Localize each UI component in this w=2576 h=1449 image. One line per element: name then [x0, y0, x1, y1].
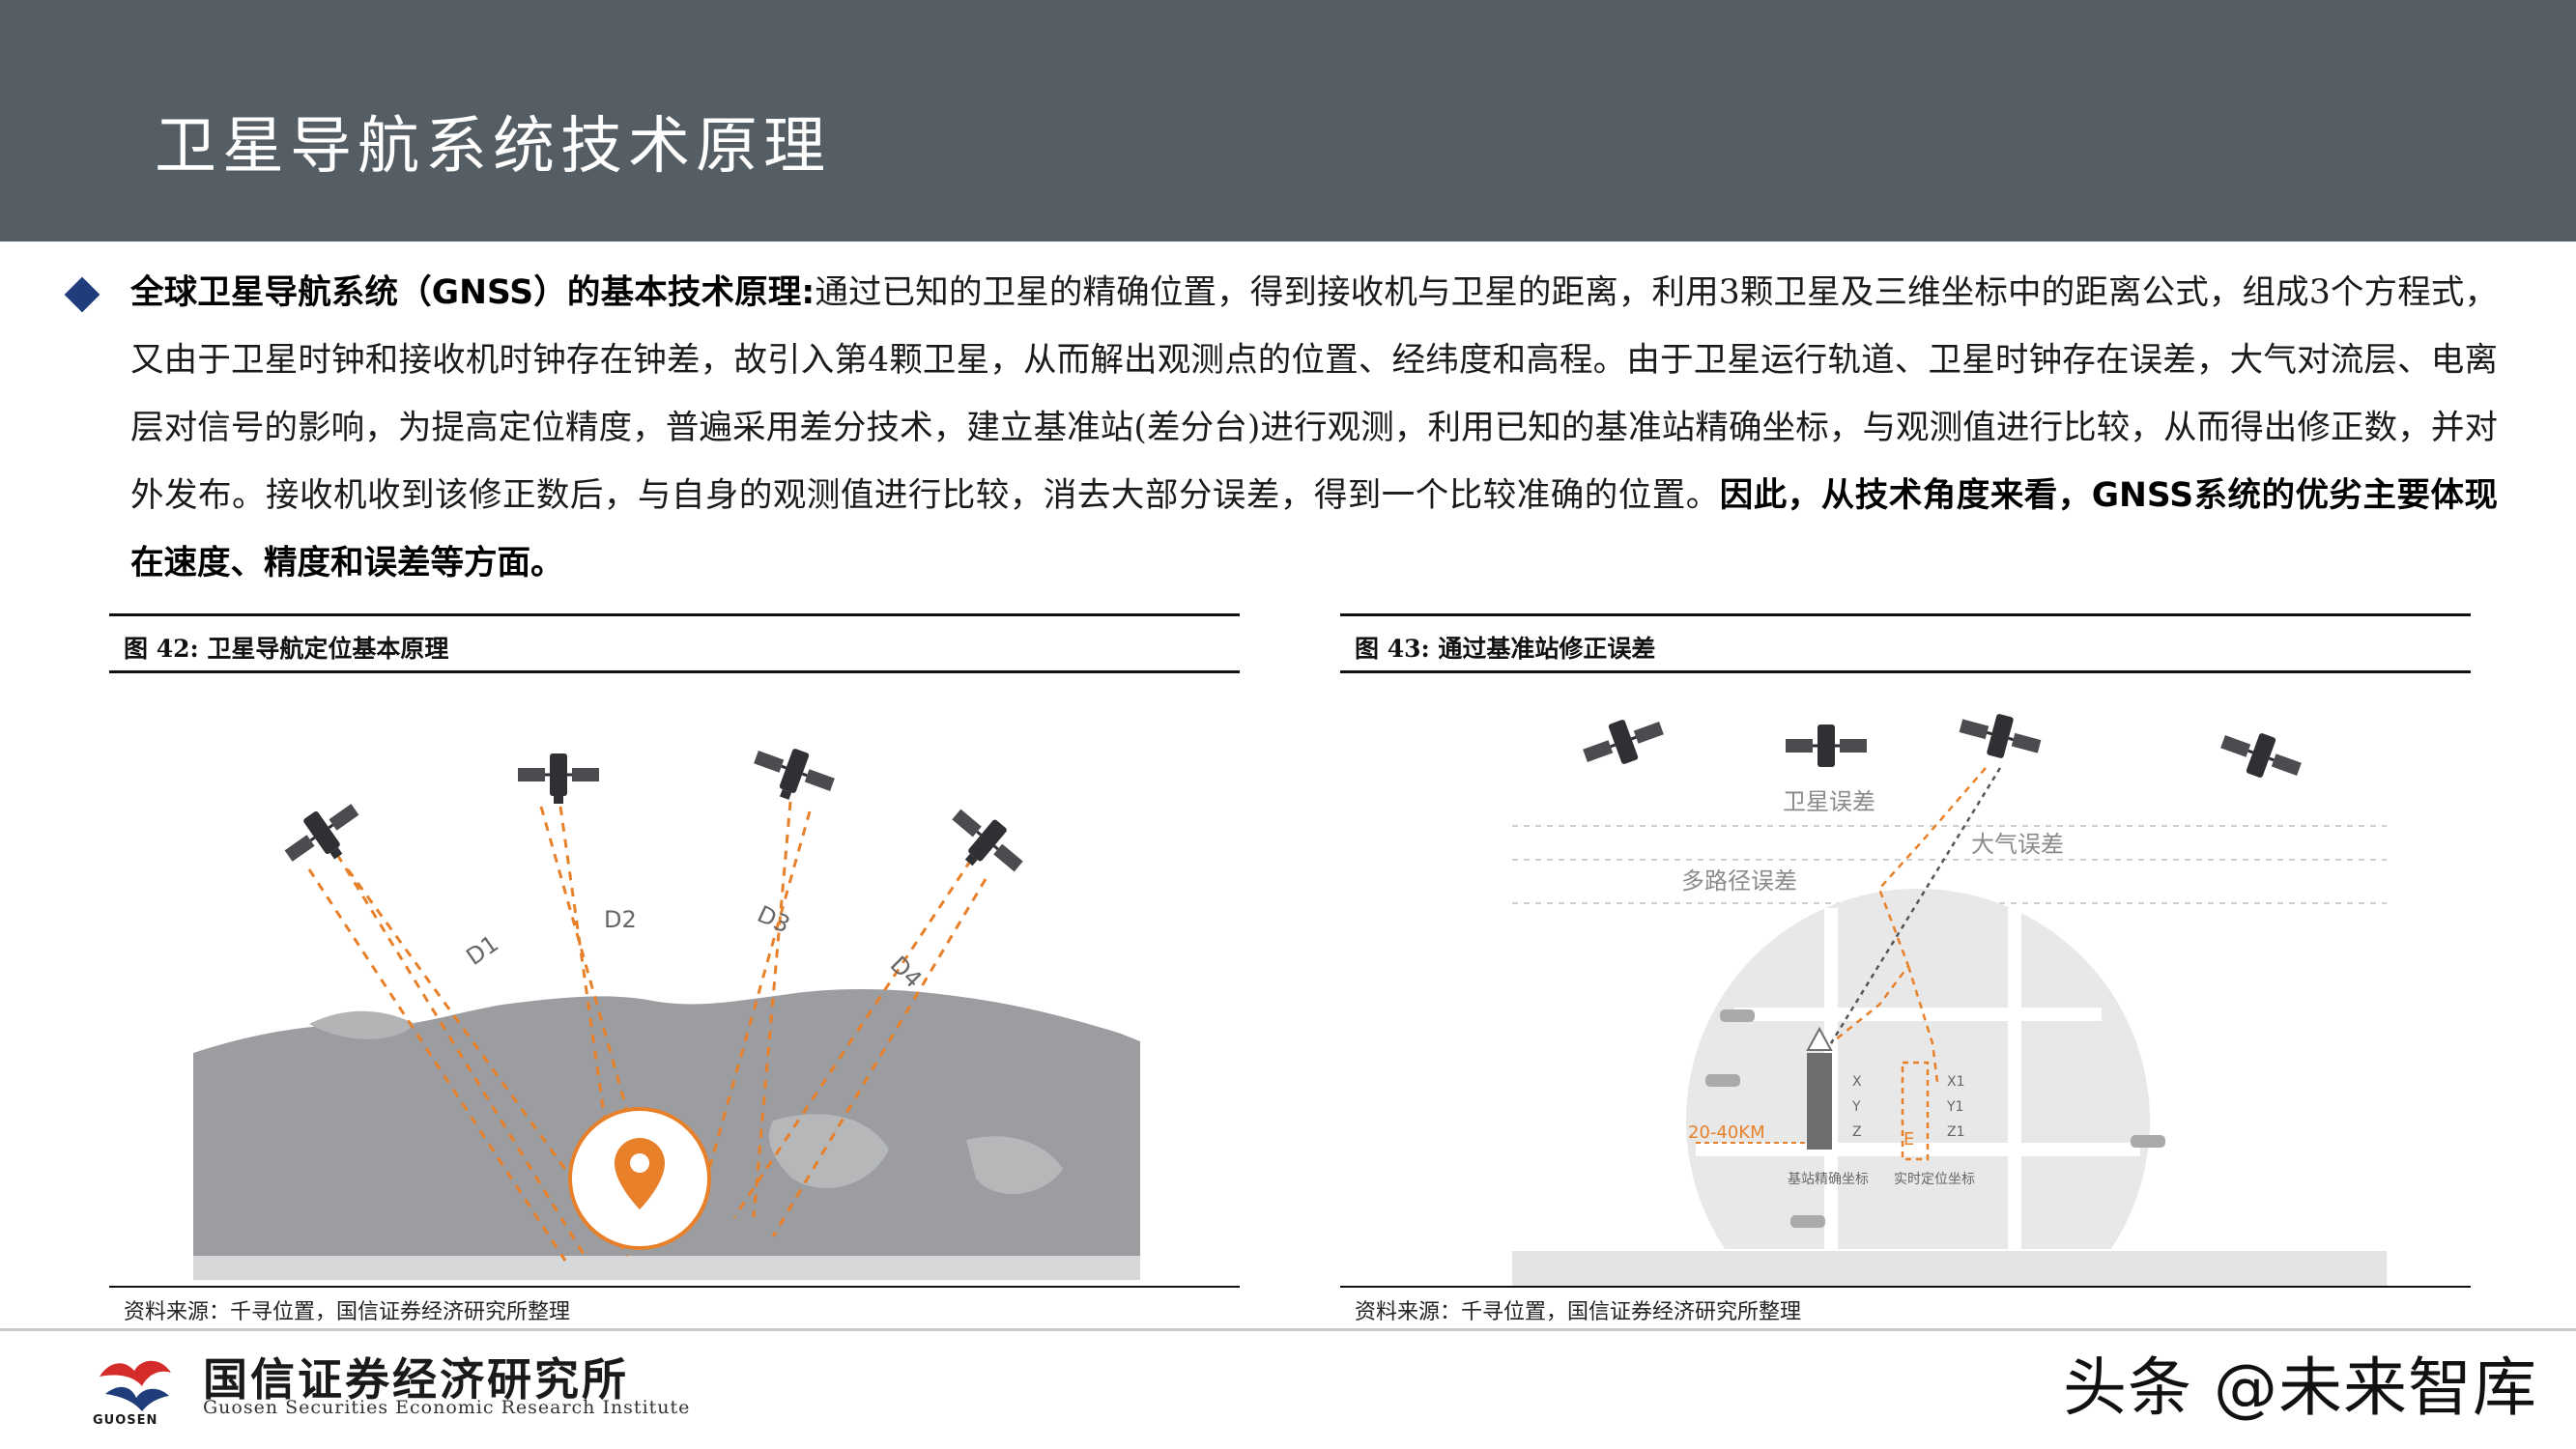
base-station-tower: [1807, 1053, 1832, 1150]
label-d4: D4: [885, 951, 928, 993]
bullet-diamond-icon: [64, 276, 100, 313]
intro-paragraph: 全球卫星导航系统（GNSS）的基本技术原理:通过已知的卫星的精确位置，得到接收机…: [130, 259, 2498, 597]
logo-name-en: Guosen Securities Economic Research Inst…: [203, 1397, 691, 1418]
fig43-title: 图 43: 通过基准站修正误差: [1355, 635, 1656, 663]
header-bar: 卫星导航系统技术原理: [0, 0, 2576, 242]
intro-lead: 全球卫星导航系统（GNSS）的基本技术原理:: [130, 273, 816, 312]
satellite-icon: [1784, 723, 1869, 769]
svg-text:X: X: [1852, 1074, 1862, 1090]
logo-abbr: GUOSEN: [93, 1413, 158, 1428]
label-satellite-error: 卫星误差: [1783, 788, 1875, 815]
fig42-title-rule: [109, 670, 1240, 673]
svg-text:Z: Z: [1852, 1124, 1862, 1140]
label-distance: 20-40KM: [1688, 1122, 1765, 1143]
label-multipath-error: 多路径误差: [1681, 867, 1797, 895]
satellite-icon: [2214, 720, 2308, 791]
satellite-icon: [274, 790, 374, 882]
label-base-coord: 基站精确坐标: [1788, 1171, 1869, 1187]
fig42-top-rule: [109, 613, 1240, 616]
location-pin-icon: [615, 1138, 665, 1209]
logo-name-cn: 国信证券经济研究所: [203, 1353, 629, 1406]
satellite-icon: [1576, 706, 1671, 778]
receiver-ghost: [1901, 1061, 1930, 1161]
label-d3: D3: [753, 900, 793, 939]
car-icon: [1705, 1009, 2165, 1228]
satellite-icon: [516, 752, 601, 806]
label-d2: D2: [604, 906, 637, 933]
footer-rule: [0, 1328, 2576, 1331]
watermark: 头条 @未来智库: [2063, 1350, 2537, 1425]
fig43-diagram: 卫星误差 大气误差 多路径误差 X Y Z X1 Y1 Z1 E: [1512, 696, 2387, 1287]
satellite-icon: [936, 796, 1034, 891]
fig43-source: 资料来源：千寻位置，国信证券经济研究所整理: [1355, 1300, 1802, 1324]
page-title: 卫星导航系统技术原理: [155, 111, 831, 183]
fig42-title: 图 42: 卫星导航定位基本原理: [124, 635, 449, 663]
fig43-title-rule: [1340, 670, 2471, 673]
fig42-bottom-rule: [109, 1286, 1240, 1288]
satellite-icon: [744, 735, 842, 814]
guosen-logo-icon: [100, 1360, 171, 1411]
svg-text:Y: Y: [1851, 1099, 1861, 1115]
fig42-diagram: D1 D2 D3 D4: [193, 734, 1140, 1280]
intro-conclusion: 因此，从技术角度来看，GNSS系统的优劣主要体现在速度、精度和误差等方面。: [130, 476, 2498, 582]
fig42-source: 资料来源：千寻位置，国信证券经济研究所整理: [124, 1300, 571, 1324]
label-d1: D1: [461, 930, 503, 971]
label-realtime-coord: 实时定位坐标: [1894, 1172, 1975, 1187]
satellite-icon: [1954, 703, 2046, 769]
svg-text:E: E: [1903, 1129, 1914, 1150]
label-atmosphere-error: 大气误差: [1971, 831, 2064, 858]
svg-text:Y1: Y1: [1946, 1099, 1963, 1115]
fig43-bottom-rule: [1340, 1286, 2471, 1288]
fig43-top-rule: [1340, 613, 2471, 616]
intro-body: 通过已知的卫星的精确位置，得到接收机与卫星的距离，利用3颗卫星及三维坐标中的距离…: [130, 273, 2498, 515]
svg-text:Z1: Z1: [1947, 1124, 1965, 1140]
svg-text:X1: X1: [1947, 1074, 1965, 1090]
